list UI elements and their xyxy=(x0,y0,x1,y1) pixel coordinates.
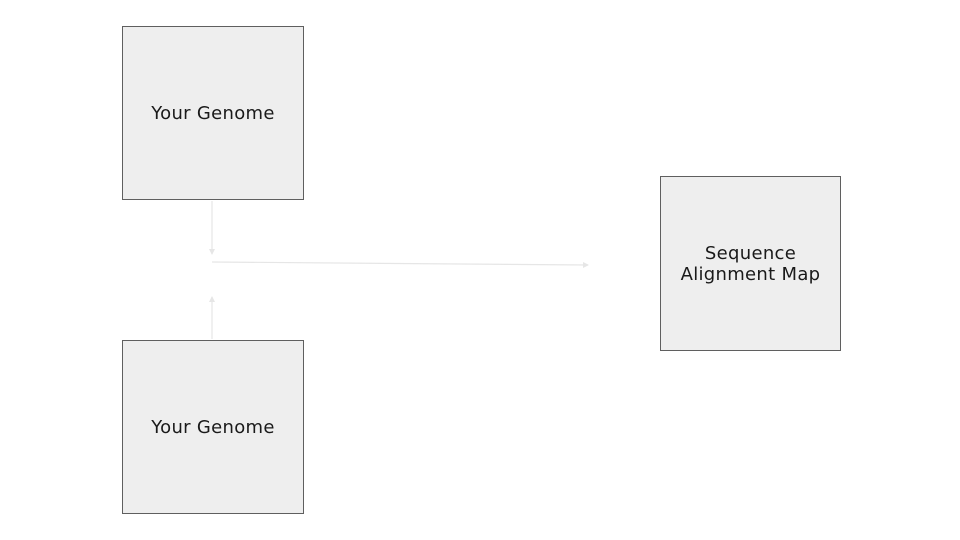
genome-node-top-label: Your Genome xyxy=(151,102,275,124)
genome-node-top: Your Genome xyxy=(122,26,304,200)
genome-node-bottom-label: Your Genome xyxy=(151,416,275,438)
genome-node-bottom: Your Genome xyxy=(122,340,304,514)
sequence-alignment-map-node: Sequence Alignment Map xyxy=(660,176,841,351)
sequence-alignment-map-label: Sequence Alignment Map xyxy=(680,242,821,285)
connector-junction-to-right xyxy=(211,261,589,268)
